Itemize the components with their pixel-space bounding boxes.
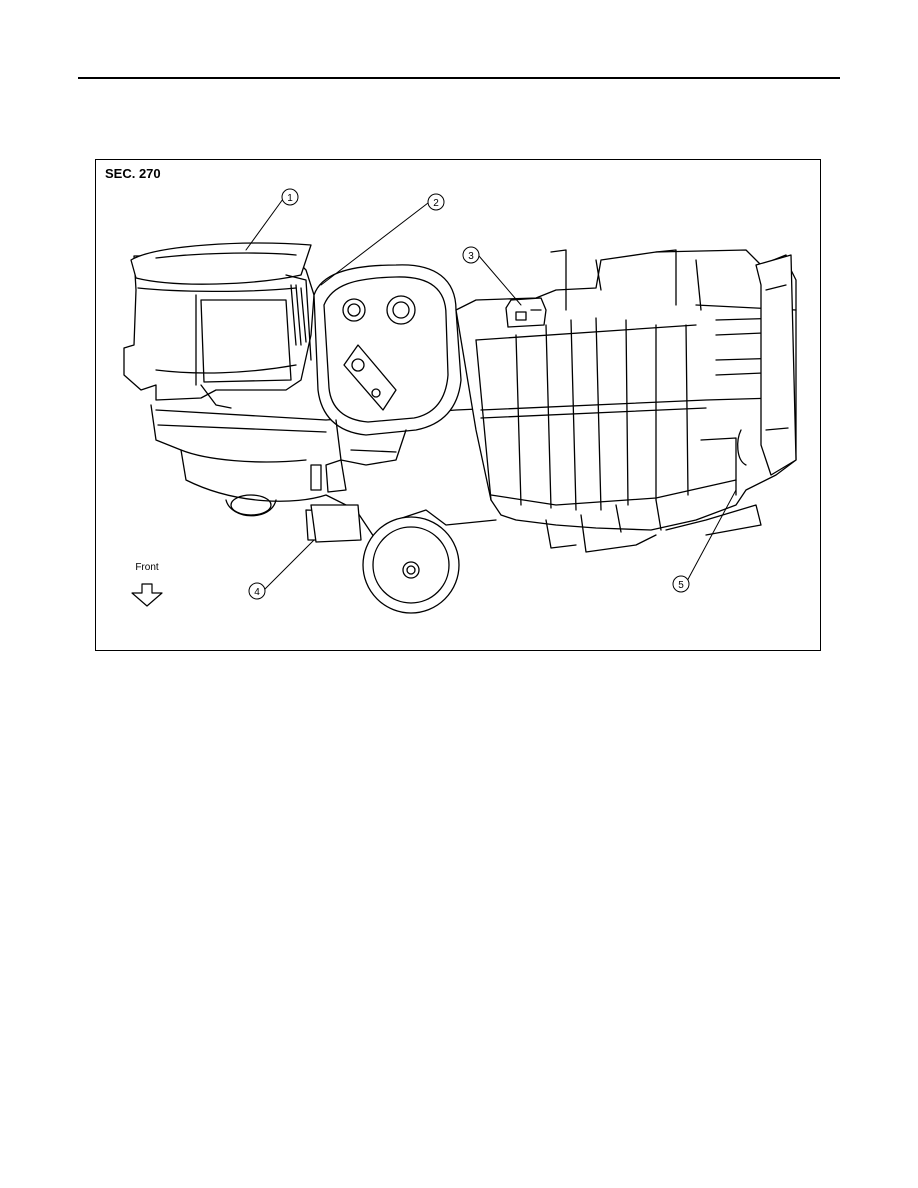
svg-text:5: 5 — [678, 580, 684, 591]
callout-5: 5 — [672, 575, 690, 593]
header-rule — [78, 77, 840, 79]
svg-text:3: 3 — [468, 251, 474, 262]
callout-leaders — [245, 198, 737, 591]
connector-drawing — [505, 297, 547, 328]
motor-drawing — [310, 504, 460, 614]
svg-text:4: 4 — [254, 587, 260, 598]
svg-text:1: 1 — [287, 193, 293, 204]
vent-outlet-drawing — [737, 254, 797, 476]
callout-4: 4 — [248, 582, 266, 600]
callout-3: 3 — [462, 246, 480, 264]
blower-unit-drawing — [123, 242, 315, 409]
front-arrow-icon — [131, 583, 163, 607]
callout-1: 1 — [281, 188, 299, 206]
svg-text:2: 2 — [433, 198, 439, 209]
heater-unit-diagram: 1 2 3 4 5 — [123, 188, 797, 614]
heater-core-pipes-drawing — [313, 264, 462, 466]
figure-frame: SEC. 270 — [95, 159, 821, 651]
heater-case-drawing — [455, 249, 797, 553]
callout-2: 2 — [427, 193, 445, 211]
section-label: SEC. 270 — [105, 166, 161, 181]
